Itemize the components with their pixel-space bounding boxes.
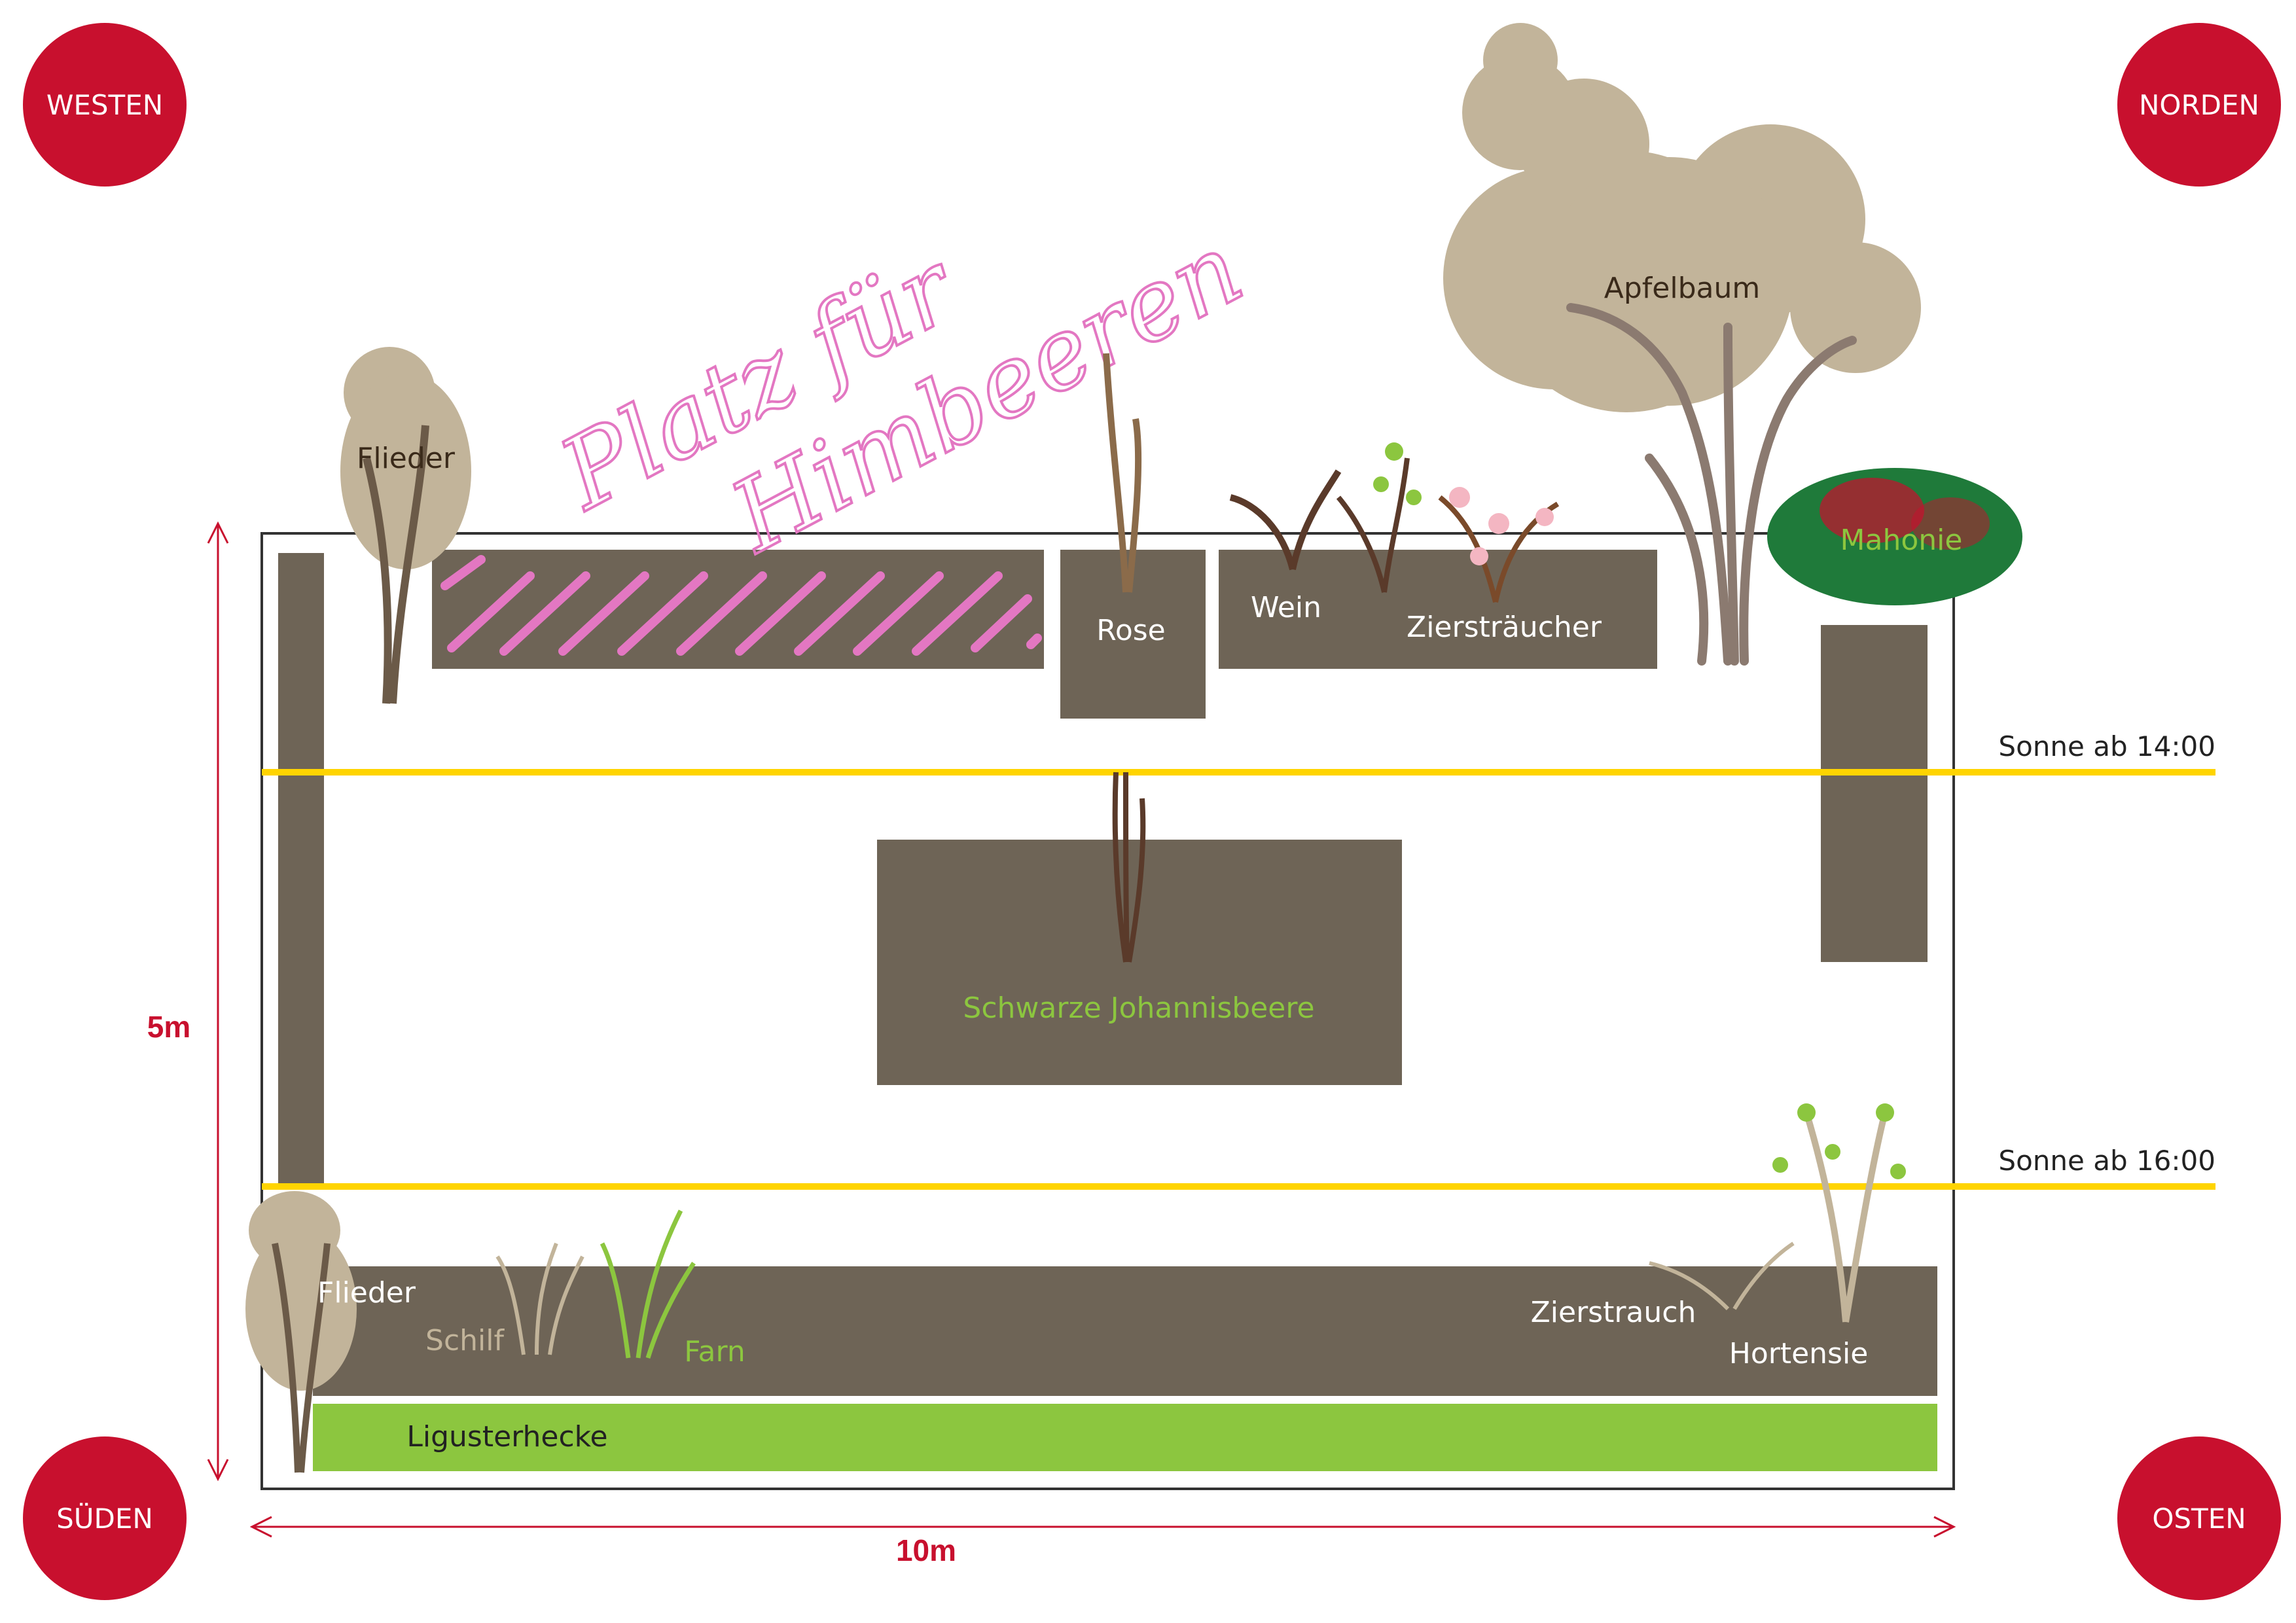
compass-south: SÜDEN	[23, 1436, 187, 1600]
ligusterhecke-label: Ligusterhecke	[406, 1420, 607, 1454]
bed-bottom	[313, 1266, 1937, 1396]
shrub-icon-wein: Wein	[1229, 469, 1342, 624]
compass-north: NORDEN	[2117, 23, 2281, 187]
garden-boundary	[260, 532, 1955, 1490]
dimension-height-label: 5m	[147, 1010, 190, 1044]
compass-west-label: WESTEN	[46, 89, 163, 121]
shrub-icon-zierstrauch: Zierstrauch	[1531, 1241, 1795, 1329]
tree-icon-flieder-top: Flieder	[340, 347, 471, 704]
farn-label: Farn	[684, 1335, 745, 1368]
compass-west: WESTEN	[23, 23, 187, 187]
hortensie-label: Hortensie	[1729, 1337, 1869, 1370]
dimension-arrow-icon	[207, 521, 1956, 1538]
dimension-width-label: 10m	[896, 1533, 956, 1567]
ziersträucher-label: Ziersträucher	[1407, 611, 1602, 644]
sun-label-16: Sonne ab 16:00	[1998, 1145, 2215, 1177]
grass-icon-schilf: Schilf	[425, 1242, 584, 1357]
bed-left-strip	[278, 553, 324, 1185]
compass-east: OSTEN	[2117, 1436, 2281, 1600]
shrub-icon-ziersträucher: Ziersträucher	[1336, 442, 1602, 644]
flieder-bottom-label: Flieder	[317, 1276, 416, 1310]
compass-south-label: SÜDEN	[56, 1502, 153, 1535]
schilf-label: Schilf	[425, 1324, 505, 1357]
tree-icon-hortensie: Hortensie	[1729, 1103, 1906, 1370]
johannisbeere-label: Schwarze Johannisbeere	[963, 991, 1314, 1025]
shrub-icon-johannisbeere: Schwarze Johannisbeere	[963, 772, 1315, 1025]
shrub-icon-mahonie: Mahonie	[1767, 468, 2022, 605]
compass-east-label: OSTEN	[2152, 1503, 2246, 1535]
grass-icon-farn: Farn	[600, 1209, 745, 1368]
tree-icon-flieder-bottom: Flieder	[245, 1191, 416, 1473]
tree-icon-apfelbaum: Apfelbaum	[1443, 23, 1921, 666]
flieder-top-label: Flieder	[357, 442, 456, 475]
bed-right-strip	[1821, 625, 1928, 962]
mahonie-label: Mahonie	[1840, 524, 1963, 557]
wein-label: Wein	[1251, 591, 1321, 624]
zierstrauch-label: Zierstrauch	[1531, 1296, 1696, 1329]
compass-north-label: NORDEN	[2139, 89, 2259, 121]
raspberry-hatch	[440, 555, 1042, 656]
apfelbaum-label: Apfelbaum	[1604, 272, 1760, 305]
ligusterhecke-hedge	[313, 1404, 1937, 1471]
rose-label: Rose	[1096, 614, 1166, 647]
sun-label-14: Sonne ab 14:00	[1998, 730, 2215, 762]
shrub-icon-rose: Rose	[1096, 353, 1166, 647]
